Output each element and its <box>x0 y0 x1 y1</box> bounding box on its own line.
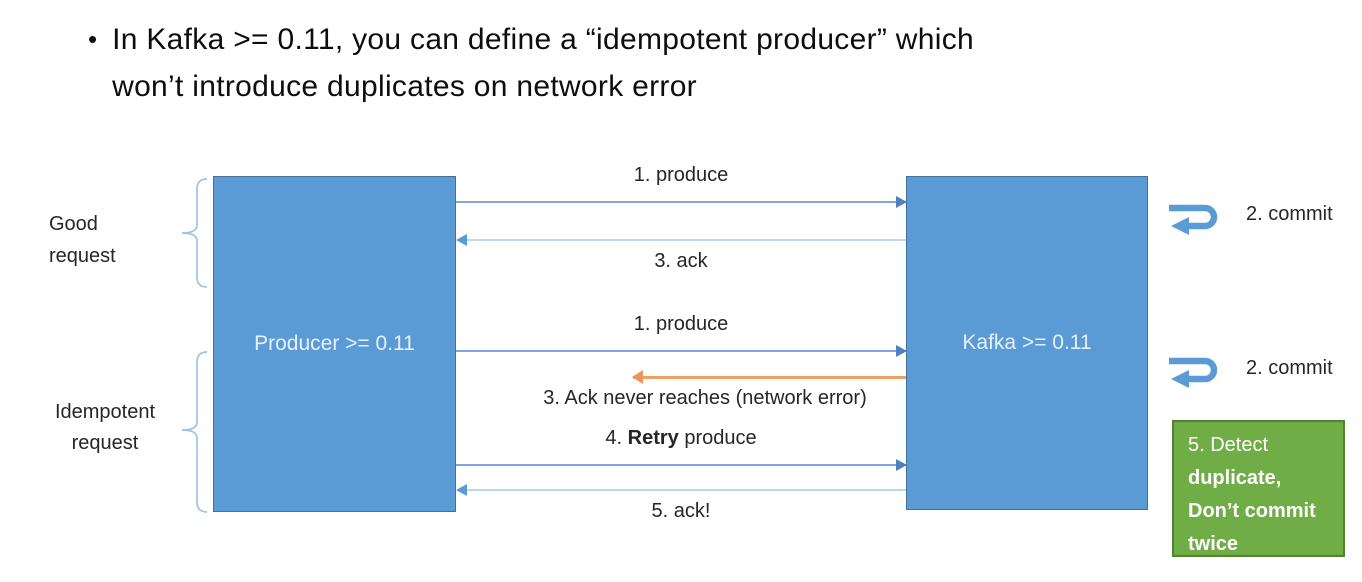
msg-retry-suffix: produce <box>678 427 757 449</box>
idempotent-request-line2: request <box>71 432 139 454</box>
ack-never-reaches-arrow <box>632 370 906 384</box>
detect-line-4: twice <box>1188 533 1239 555</box>
produce-arrow-2 <box>456 345 907 357</box>
good-request-brace <box>181 178 208 288</box>
msg-produce-2: 1. produce <box>633 313 729 335</box>
detect-line-3: Don’t commit <box>1188 500 1316 522</box>
title-line-1: In Kafka >= 0.11, you can define a “idem… <box>112 23 975 56</box>
arrowhead-left-icon <box>632 370 643 384</box>
detect-line-1: 5. Detect <box>1188 434 1269 456</box>
arrowhead-right-icon <box>896 345 907 357</box>
good-request-label: Good request <box>49 208 116 272</box>
title-line-2: won’t introduce duplicates on network er… <box>112 70 697 103</box>
msg-ack-1: 3. ack <box>654 250 708 272</box>
idempotent-request-brace <box>181 351 208 513</box>
good-request-line1: Good <box>49 213 98 235</box>
arrowhead-right-icon <box>896 459 907 471</box>
idempotent-request-line1: Idempotent <box>54 401 156 423</box>
slide-title: • In Kafka >= 0.11, you can define a “id… <box>88 16 974 110</box>
title-text: In Kafka >= 0.11, you can define a “idem… <box>112 16 974 110</box>
commit-label-2: 2. commit <box>1246 357 1333 379</box>
detect-duplicate-box: 5. Detect duplicate, Don’t commit twice <box>1172 420 1345 557</box>
producer-label: Producer >= 0.11 <box>254 332 415 355</box>
good-request-line2: request <box>49 245 116 267</box>
msg-ack-2: 5. ack! <box>651 500 711 522</box>
arrowhead-right-icon <box>896 196 907 208</box>
kafka-box: Kafka >= 0.11 <box>906 176 1148 510</box>
retry-produce-arrow <box>456 459 907 471</box>
detect-line-2: duplicate, <box>1188 467 1282 489</box>
commit-label-1: 2. commit <box>1246 203 1333 225</box>
msg-produce-1: 1. produce <box>633 164 729 186</box>
kafka-label: Kafka >= 0.11 <box>962 331 1092 354</box>
msg-retry-bold: Retry <box>627 427 679 449</box>
msg-ack-never: 3. Ack never reaches (network error) <box>543 387 867 409</box>
bullet-icon: • <box>88 24 98 54</box>
produce-arrow-1 <box>456 196 907 208</box>
commit-loop-icon <box>1169 357 1218 388</box>
arrowhead-left-icon <box>456 484 467 496</box>
msg-retry: 4. Retry produce <box>456 427 906 450</box>
idempotent-request-label: Idempotent request <box>36 397 174 459</box>
msg-retry-prefix: 4. <box>605 427 628 449</box>
ack-arrow-2 <box>456 484 906 496</box>
commit-loop-icon <box>1169 204 1218 235</box>
arrowhead-left-icon <box>456 234 467 246</box>
producer-box: Producer >= 0.11 <box>213 176 456 512</box>
ack-arrow-1 <box>456 234 906 246</box>
